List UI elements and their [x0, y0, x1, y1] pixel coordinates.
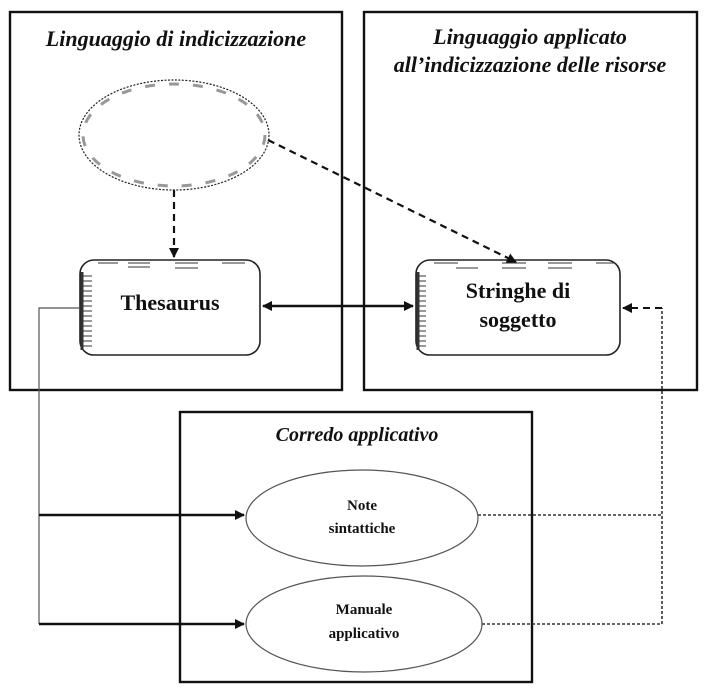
group-title-applied-language-line2: all’indicizzazione delle risorse — [394, 52, 667, 77]
node-thesaurus[interactable]: Thesaurus — [79, 259, 261, 356]
thesaurus-hatch-decoration — [80, 262, 245, 350]
subject-strings-hatch-decoration — [416, 262, 614, 350]
node-subject-strings[interactable]: Stringhe di soggetto — [415, 259, 621, 356]
syntax-notes-label-line2: sintattiche — [329, 521, 396, 537]
subject-strings-label-line2: soggetto — [480, 307, 557, 332]
thesaurus-label: Thesaurus — [120, 290, 219, 315]
node-syntax-notes[interactable]: Note sintattiche — [245, 469, 479, 567]
group-title-applied-language-line1: Linguaggio applicato — [432, 24, 627, 49]
node-application-manual[interactable]: Manuale applicativo — [245, 575, 483, 673]
application-manual-label-line2: applicativo — [329, 626, 400, 642]
group-title-indexing-language: Linguaggio di indicizzazione — [45, 26, 307, 51]
edge-thesaurus-trunk — [38, 307, 79, 624]
group-indexing-language — [8, 10, 344, 392]
group-applied-language — [362, 10, 699, 392]
syntax-notes-label-line1: Note — [347, 498, 377, 514]
subject-strings-label-line1: Stringhe di — [466, 278, 571, 303]
group-title-application-kit: Corredo applicativo — [276, 424, 439, 446]
group-application-kit — [178, 410, 534, 684]
node-unlabeled-ellipse[interactable] — [78, 79, 270, 191]
edge-ellipse-to-subject-strings — [267, 139, 517, 263]
application-manual-label-line1: Manuale — [336, 602, 393, 618]
